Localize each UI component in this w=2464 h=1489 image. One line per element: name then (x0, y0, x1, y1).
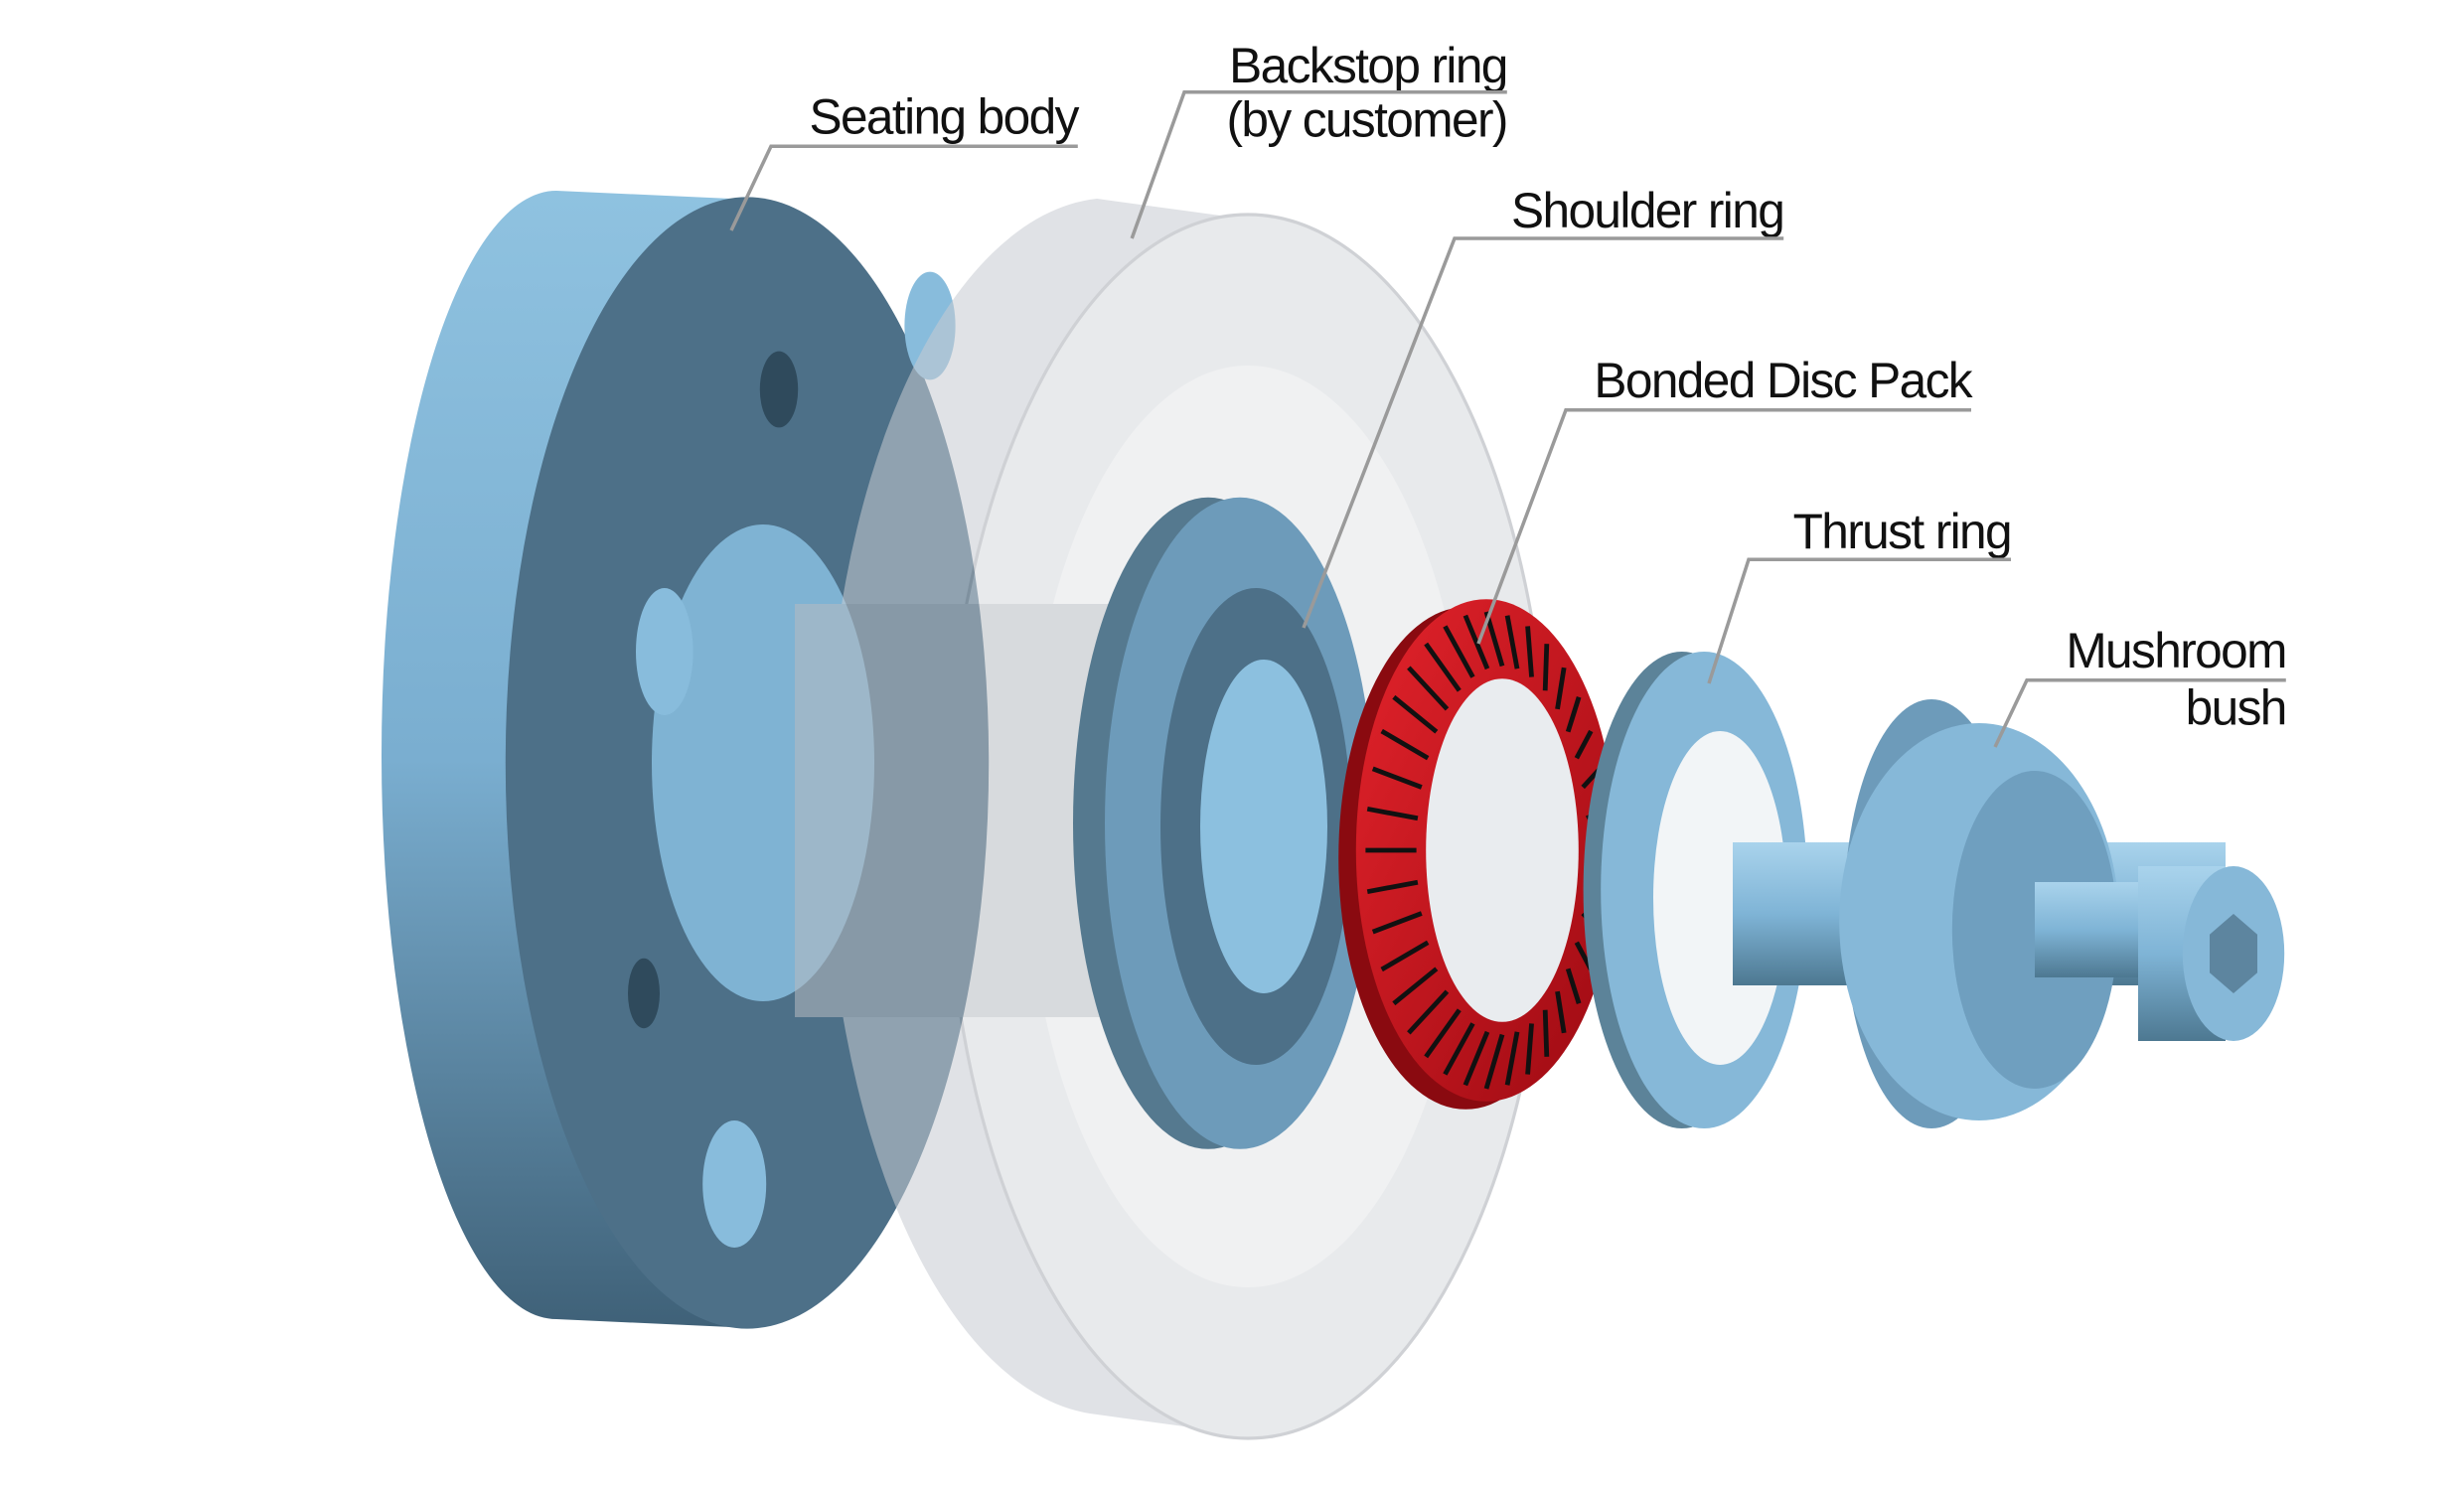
disc-slat (1392, 694, 1439, 734)
disc-slat (1366, 806, 1419, 821)
leader-line (1476, 408, 1972, 645)
label-text: Shoulder ring (1511, 183, 1783, 238)
label-text: Thrust ring (1793, 504, 2011, 559)
label-thrust-ring: Thrust ring (1707, 504, 2013, 684)
bolt-hole (702, 1120, 767, 1248)
disc-slat (1371, 766, 1423, 790)
disc-slat (1424, 642, 1462, 692)
label-text: Backstop ring (1229, 38, 1507, 93)
bolt-hole (759, 351, 799, 428)
label-text: Mushroom (2066, 623, 2285, 678)
disc-slat (1483, 1033, 1505, 1090)
label-text: bush (2186, 680, 2286, 736)
disc-slat (1542, 1009, 1550, 1057)
shoulder-ring (1073, 497, 1375, 1149)
disc-slat (1504, 1031, 1520, 1086)
bolt-hole (628, 958, 660, 1029)
label-seating-body: Seating body (729, 88, 1081, 231)
disc-slat (1463, 614, 1490, 670)
label-bonded-disc-pack: Bonded Disc Pack (1476, 353, 1974, 645)
disc-slat (1565, 968, 1582, 1004)
disc-slat (1555, 667, 1567, 710)
disc-slat (1483, 611, 1505, 668)
disc-slat (1424, 1008, 1462, 1059)
disc-slat (1380, 728, 1430, 761)
disc-slat (1565, 696, 1582, 733)
disc-slat (1463, 1030, 1490, 1087)
disc-slat (1443, 1022, 1475, 1076)
label-text: Seating body (809, 88, 1079, 144)
label-backstop-ring: Backstop ring (by customer) (1130, 38, 1508, 239)
label-text: Bonded Disc Pack (1594, 353, 1972, 408)
disc-pack-slats (1365, 611, 1608, 1090)
label-shoulder-ring: Shoulder ring (1302, 183, 1785, 629)
leader-line (1993, 678, 2286, 748)
disc-slat (1371, 911, 1423, 935)
disc-slat (1443, 625, 1475, 678)
disc-slat (1407, 666, 1450, 711)
label-text: (by customer) (1226, 92, 1506, 148)
disc-slat (1525, 1023, 1534, 1075)
disc-slat (1392, 967, 1439, 1006)
disc-slat (1504, 615, 1520, 670)
disc-slat (1574, 729, 1594, 760)
mushroom-bush (1733, 699, 2285, 1128)
bonded-disc-pack (1338, 599, 1617, 1110)
disc-slat (1380, 940, 1430, 972)
disc-slat (1407, 989, 1450, 1035)
disc-slat (1542, 644, 1550, 691)
hex-socket-icon (2210, 914, 2257, 993)
disc-slat (1555, 990, 1567, 1034)
bolt-hole (636, 588, 693, 715)
disc-slat (1525, 626, 1534, 677)
disc-slat (1366, 879, 1419, 895)
thrust-ring (1583, 652, 1808, 1128)
leader-line (729, 144, 1078, 231)
leader-line (1707, 557, 2012, 684)
label-mushroom-bush: Mushroom bush (1993, 623, 2287, 748)
leader-line (1302, 236, 1784, 629)
leader-line (1130, 90, 1507, 239)
